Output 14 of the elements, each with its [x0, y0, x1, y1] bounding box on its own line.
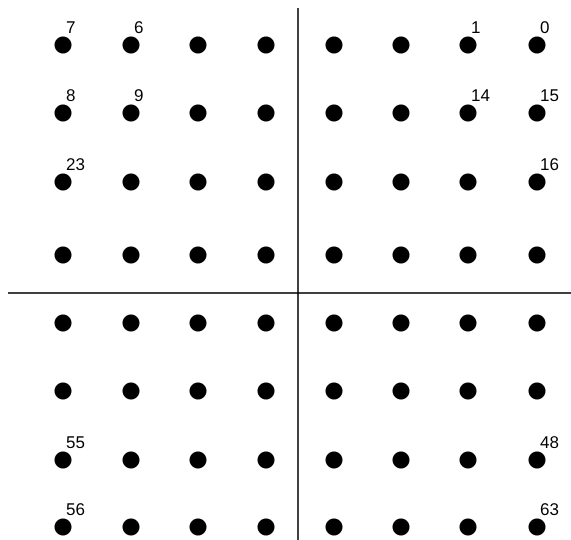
number-label: 16 — [540, 156, 559, 173]
number-label: 9 — [134, 87, 144, 104]
number-label: 6 — [134, 19, 144, 36]
number-label: 63 — [540, 501, 559, 518]
number-label: 15 — [540, 87, 559, 104]
number-label: 8 — [66, 87, 76, 104]
number-label: 55 — [66, 434, 85, 451]
number-label: 7 — [66, 19, 76, 36]
number-label: 23 — [66, 156, 85, 173]
number-label: 56 — [66, 501, 85, 518]
number-label: 0 — [540, 19, 550, 36]
number-label: 14 — [471, 87, 490, 104]
number-label: 48 — [540, 434, 559, 451]
number-label: 1 — [471, 19, 480, 36]
